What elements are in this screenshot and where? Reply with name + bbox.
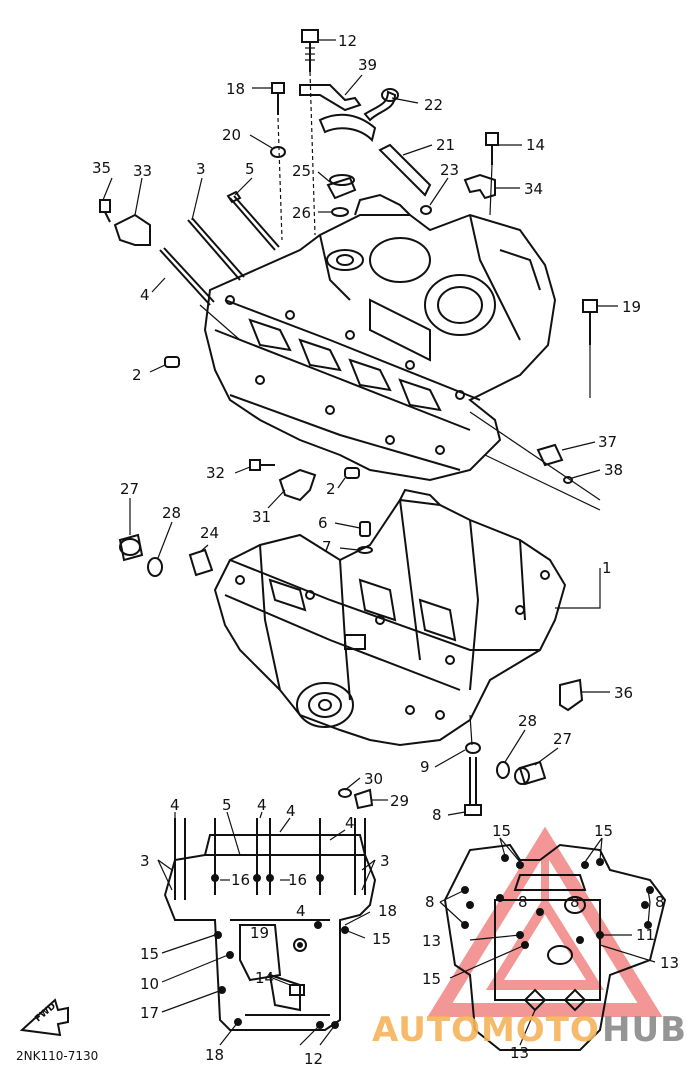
callout-b19: 19 bbox=[250, 924, 269, 942]
callout-r15-2: 15 bbox=[594, 822, 613, 840]
watermark-auto: AUTOMOTO bbox=[372, 1010, 600, 1050]
callout-24: 24 bbox=[200, 524, 219, 542]
callout-r11: 11 bbox=[636, 926, 655, 944]
callout-b4-2: 4 bbox=[257, 796, 267, 814]
callout-5: 5 bbox=[245, 160, 255, 178]
callout-25: 25 bbox=[292, 162, 311, 180]
leader-lines bbox=[102, 39, 656, 1046]
callout-b4-3: 4 bbox=[286, 802, 296, 820]
callout-b16: 16 bbox=[231, 871, 250, 889]
bottom-view-bolts bbox=[174, 818, 366, 900]
callout-6: 6 bbox=[318, 514, 328, 532]
callout-12: 12 bbox=[338, 32, 357, 50]
callout-r8-3: 8 bbox=[570, 893, 580, 911]
small-parts bbox=[99, 29, 598, 816]
callout-23: 23 bbox=[440, 161, 459, 179]
callout-31: 31 bbox=[252, 508, 271, 526]
upper-crankcase bbox=[203, 193, 557, 482]
callout-b15-2: 15 bbox=[372, 930, 391, 948]
watermark-text: AUTOMOTO HUB bbox=[372, 1010, 687, 1050]
callout-27-lower: 27 bbox=[553, 730, 572, 748]
callout-3: 3 bbox=[196, 160, 206, 178]
callout-2-lower: 2 bbox=[326, 480, 336, 498]
callout-19: 19 bbox=[622, 298, 641, 316]
callout-2: 2 bbox=[132, 366, 142, 384]
forward-arrow-icon: FWD bbox=[19, 998, 69, 1037]
callout-18: 18 bbox=[226, 80, 245, 98]
callout-33: 33 bbox=[133, 162, 152, 180]
callout-20: 20 bbox=[222, 126, 241, 144]
callout-b16-2: 16 bbox=[288, 871, 307, 889]
callout-r13-2: 13 bbox=[660, 954, 679, 972]
callout-22: 22 bbox=[424, 96, 443, 114]
callout-r8-4: 8 bbox=[655, 893, 665, 911]
callout-8: 8 bbox=[432, 806, 442, 824]
callout-39: 39 bbox=[358, 56, 377, 74]
lower-crankcase bbox=[213, 488, 567, 747]
callout-b4-5: 4 bbox=[296, 902, 306, 920]
callout-26: 26 bbox=[292, 204, 311, 222]
callout-14: 14 bbox=[526, 136, 545, 154]
callout-36: 36 bbox=[614, 684, 633, 702]
callout-4: 4 bbox=[140, 286, 150, 304]
callout-27: 27 bbox=[120, 480, 139, 498]
crankcase-oil-pan-view bbox=[443, 843, 667, 1051]
watermark-logo bbox=[427, 826, 663, 1017]
callout-r13: 13 bbox=[422, 932, 441, 950]
callout-37: 37 bbox=[598, 433, 617, 451]
callout-b18: 18 bbox=[378, 902, 397, 920]
callout-7: 7 bbox=[322, 538, 332, 556]
callout-b4: 4 bbox=[170, 796, 180, 814]
callout-29: 29 bbox=[390, 792, 409, 810]
callout-34: 34 bbox=[524, 180, 543, 198]
watermark-hub: HUB bbox=[602, 1010, 687, 1050]
callout-b5: 5 bbox=[222, 796, 232, 814]
callout-r15-3: 15 bbox=[422, 970, 441, 988]
callout-b12: 12 bbox=[304, 1050, 323, 1068]
callout-b4-4: 4 bbox=[345, 814, 355, 832]
callout-r15: 15 bbox=[492, 822, 511, 840]
callout-r8: 8 bbox=[425, 893, 435, 911]
callout-b14: 14 bbox=[255, 969, 274, 987]
callout-b3-2: 3 bbox=[380, 852, 390, 870]
fwd-label: FWD bbox=[34, 1002, 58, 1025]
callout-9: 9 bbox=[420, 758, 430, 776]
callout-r13-3: 13 bbox=[510, 1044, 529, 1062]
callout-numbers: 12 39 18 22 20 21 14 35 33 3 5 25 23 34 … bbox=[92, 32, 679, 1068]
callout-28-lower: 28 bbox=[518, 712, 537, 730]
callout-38: 38 bbox=[604, 461, 623, 479]
callout-1: 1 bbox=[602, 559, 612, 577]
callout-35: 35 bbox=[92, 159, 111, 177]
callout-r8-2: 8 bbox=[518, 893, 528, 911]
crankcase-bottom-view bbox=[163, 834, 377, 1031]
callout-b10: 10 bbox=[140, 975, 159, 993]
callout-b17: 17 bbox=[140, 1004, 159, 1022]
callout-b15: 15 bbox=[140, 945, 159, 963]
callout-32: 32 bbox=[206, 464, 225, 482]
callout-28: 28 bbox=[162, 504, 181, 522]
callout-30: 30 bbox=[364, 770, 383, 788]
callout-b18-2: 18 bbox=[205, 1046, 224, 1064]
part-code: 2NK110-7130 bbox=[16, 1049, 98, 1063]
callout-21: 21 bbox=[436, 136, 455, 154]
callout-b3: 3 bbox=[140, 852, 150, 870]
